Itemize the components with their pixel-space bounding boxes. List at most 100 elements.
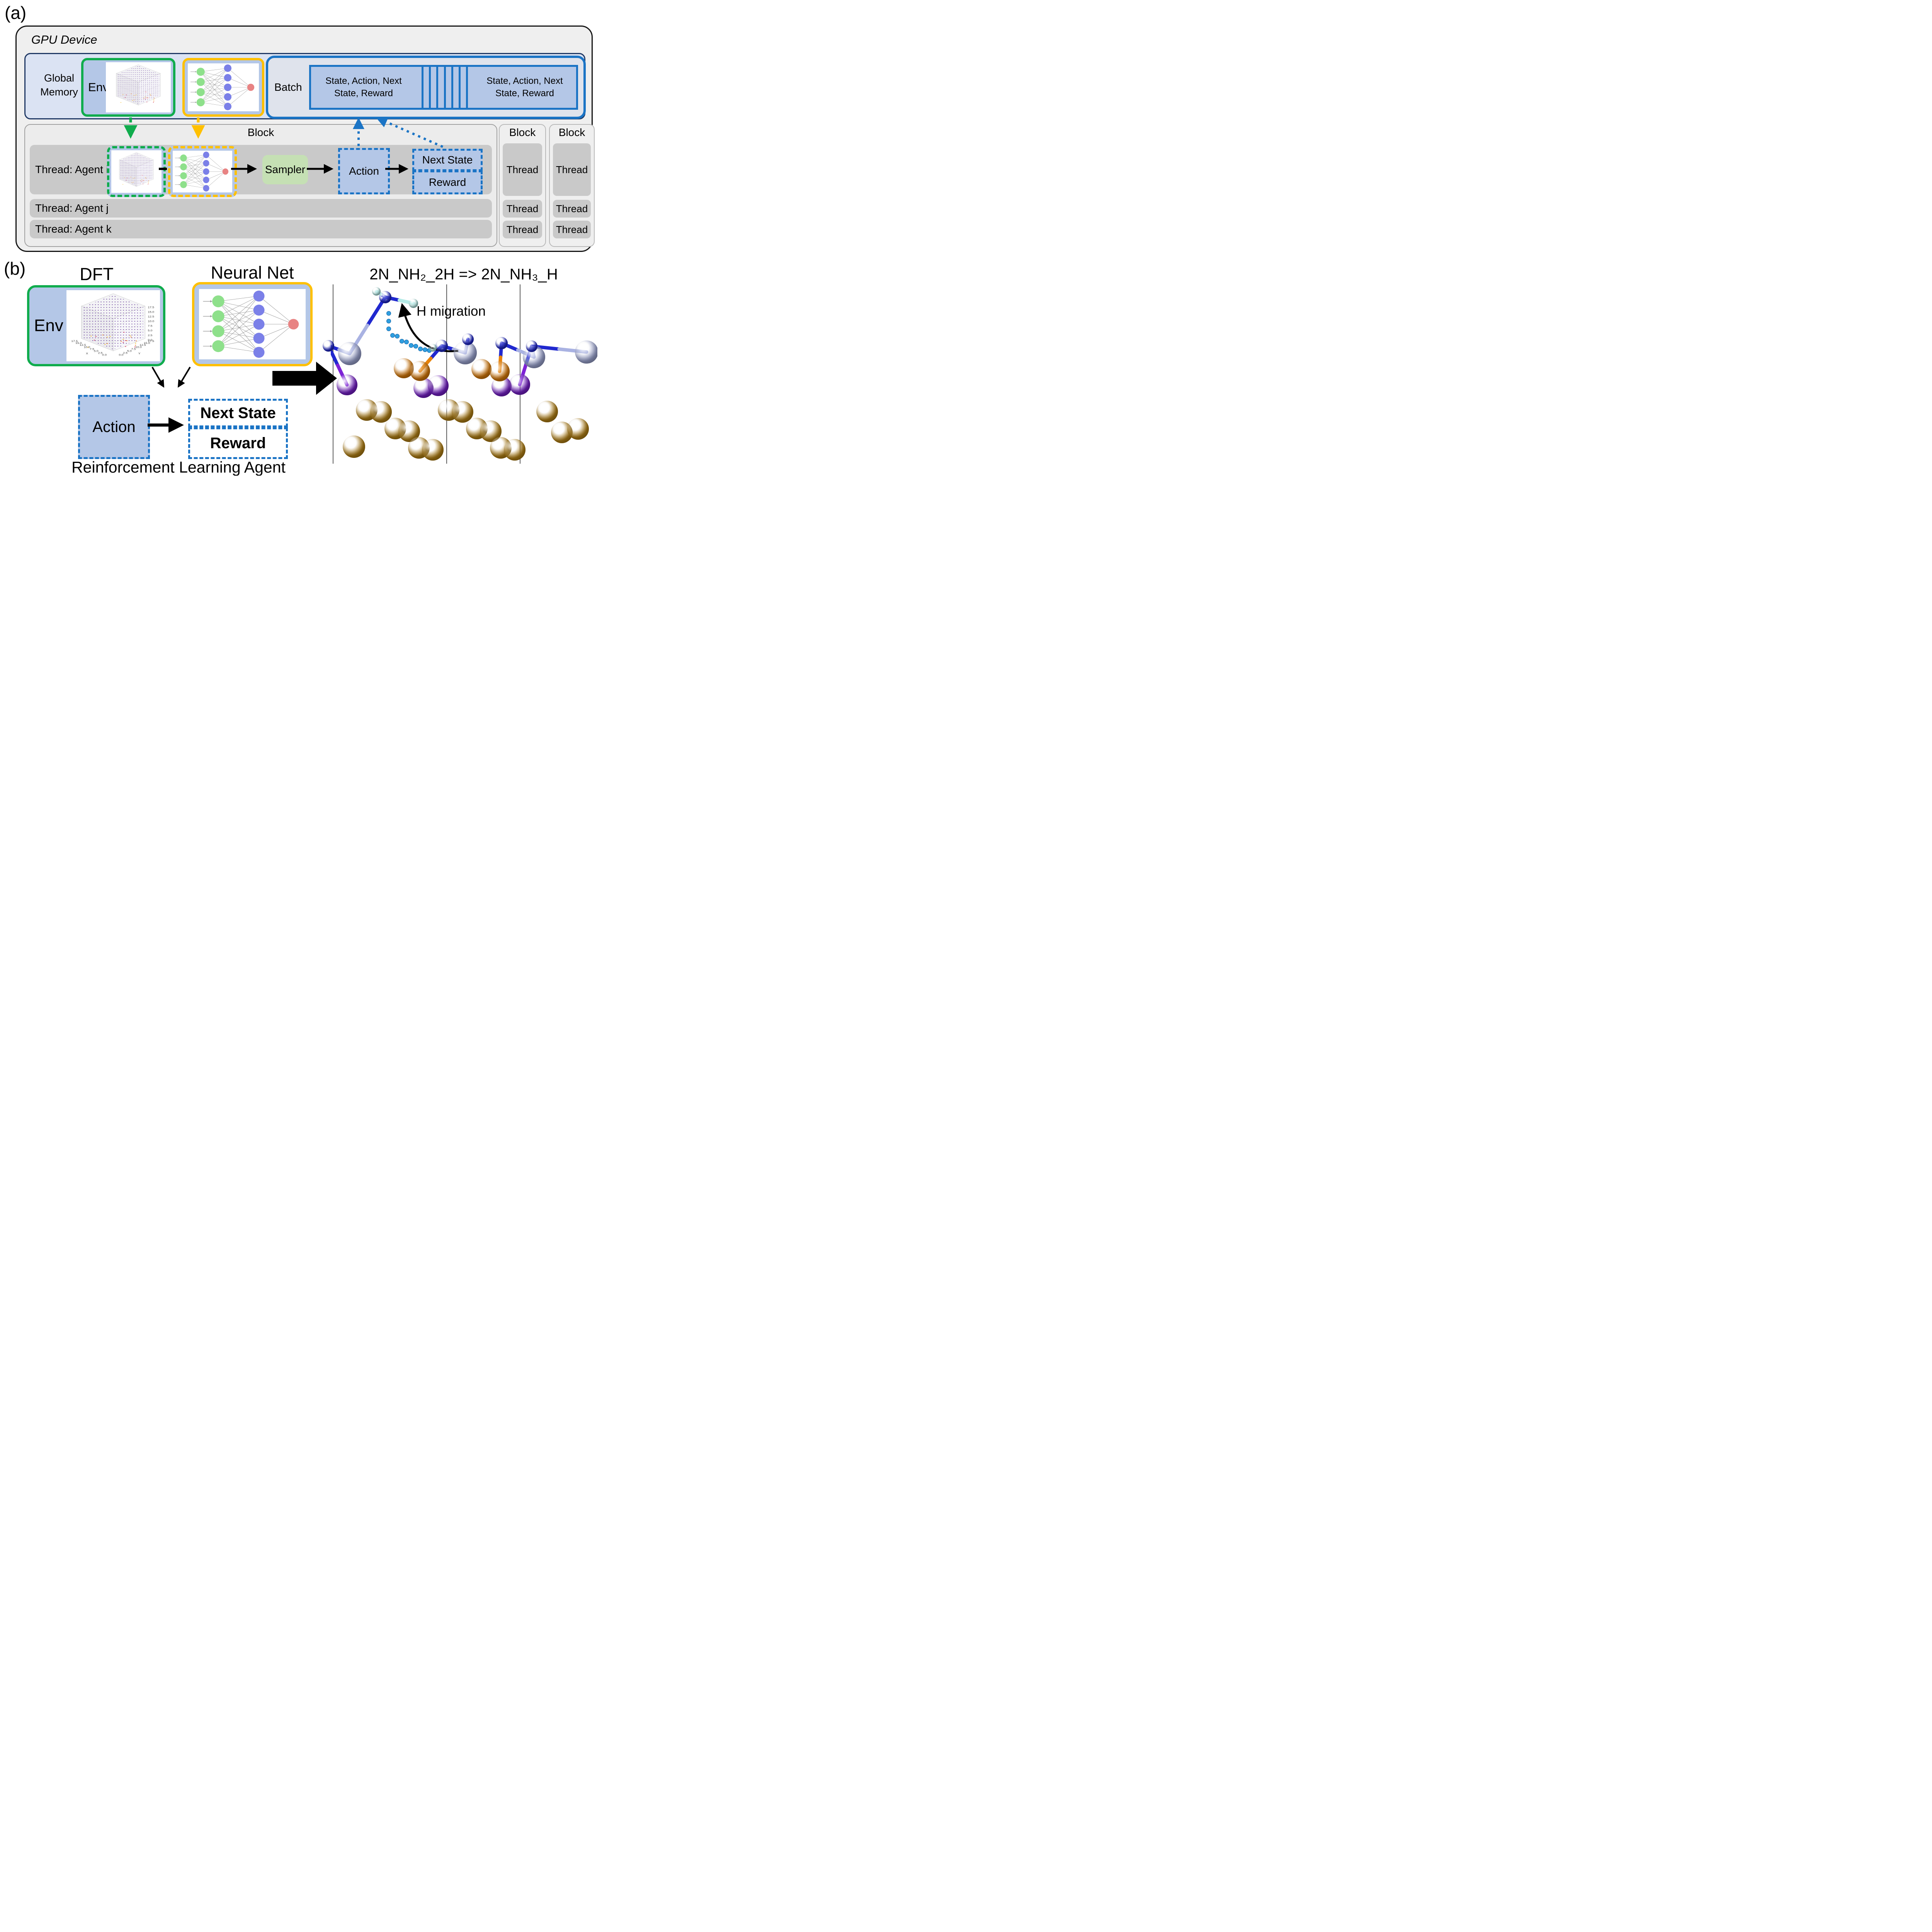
- neural-net-diagram-small: [173, 151, 232, 192]
- env-thumbnail: [107, 146, 166, 197]
- env-3d-plot-small: [111, 150, 162, 193]
- batch-entry-left: State, Action, Next State, Reward: [325, 75, 402, 99]
- neural-net-thumbnail: [168, 146, 237, 197]
- batch-entry-right: State, Action, Next State, Reward: [486, 75, 563, 99]
- next-state-box-b: Next State: [188, 399, 288, 427]
- atom-N: [379, 291, 391, 303]
- svg-text:10.0: 10.0: [135, 345, 141, 349]
- svg-text:5.0: 5.0: [148, 329, 153, 332]
- neural-net-box-b: [192, 282, 313, 366]
- svg-text:0.0: 0.0: [102, 354, 107, 357]
- thread-agent-i-label: Thread: Agent i: [35, 163, 109, 175]
- neural-net-diagram-b: [199, 289, 306, 359]
- atom-gold: [567, 418, 589, 440]
- atom-purple: [509, 374, 530, 395]
- molecule-figure: H migration: [323, 281, 597, 476]
- neural-net-diagram: [188, 63, 259, 111]
- block-column-2: Block Thread Thread Thread: [549, 124, 595, 247]
- svg-text:5.0: 5.0: [94, 350, 99, 353]
- dft-title: DFT: [80, 264, 114, 284]
- thread-agent-k-label: Thread: Agent k: [35, 223, 112, 235]
- svg-text:7.5: 7.5: [131, 348, 136, 351]
- atom-gold: [452, 401, 473, 423]
- rl-agent-caption: Reinforcement Learning Agent: [71, 458, 286, 476]
- atom-purple: [337, 374, 357, 395]
- batch-slot-divider: [429, 67, 431, 108]
- svg-text:5.0: 5.0: [127, 350, 132, 353]
- block-column-2-title: Block: [558, 126, 585, 138]
- block-column-1: Block Thread Thread Thread: [499, 124, 546, 247]
- thread-agent-j-label: Thread: Agent j: [35, 202, 109, 214]
- migration-trail-dot: [418, 347, 423, 351]
- svg-text:2.5: 2.5: [123, 352, 128, 355]
- thread-cell: Thread: [553, 221, 591, 238]
- action-box-b: Action: [78, 395, 150, 459]
- agent-to-simulation-arrow: [272, 362, 337, 395]
- atom-N: [526, 340, 537, 352]
- thread-row-agent-i: Thread: Agent i Sampler Action Next Stat…: [30, 145, 492, 197]
- global-memory-box: Global Memory Env Batch State, Action, N…: [24, 53, 586, 119]
- thread-cell: Thread: [503, 200, 542, 218]
- atom-gold: [422, 439, 444, 461]
- svg-text:10.0: 10.0: [84, 345, 90, 349]
- dft-to-agent-arrow: [151, 366, 165, 388]
- block-title: Block: [247, 126, 274, 138]
- migration-trail-dot: [386, 319, 391, 323]
- h-migration-label: H migration: [417, 304, 486, 319]
- svg-text:Y: Y: [138, 352, 141, 355]
- atom-gold: [370, 401, 392, 423]
- thread-row-agent-j: Thread: Agent j: [30, 199, 492, 218]
- panel-b-label: (b): [4, 259, 26, 279]
- migration-trail-dot: [400, 339, 404, 344]
- svg-text:17.5: 17.5: [148, 340, 154, 343]
- block-column-1-title: Block: [509, 126, 536, 138]
- panel-a-label: (a): [5, 3, 27, 23]
- atom-N: [435, 340, 448, 352]
- global-memory-title-line1: Global: [44, 72, 75, 84]
- svg-text:15.0: 15.0: [75, 342, 82, 345]
- svg-text:2.5: 2.5: [98, 352, 103, 355]
- svg-text:12.5: 12.5: [139, 344, 146, 347]
- svg-text:15.0: 15.0: [144, 342, 150, 345]
- batch-box: Batch State, Action, Next State, Reward …: [266, 56, 586, 119]
- atom-lav: [338, 342, 361, 365]
- batch-slot-divider: [458, 67, 461, 108]
- svg-text:12.5: 12.5: [148, 315, 154, 318]
- neural-net-title: Neural Net: [211, 263, 294, 282]
- thread-cell: Thread: [503, 221, 542, 238]
- migration-trail-dot: [423, 347, 427, 352]
- gpu-device-title: GPU Device: [31, 33, 97, 46]
- atom-orange: [471, 359, 492, 379]
- svg-text:10.0: 10.0: [148, 320, 154, 323]
- h-migration-arrow: [398, 303, 459, 352]
- atom-N: [462, 333, 474, 345]
- atom-lav: [575, 340, 597, 364]
- thread-row-agent-k: Thread: Agent k: [30, 220, 492, 238]
- nn-to-agent-arrow: [177, 366, 191, 388]
- reward-box-b: Reward: [188, 427, 288, 459]
- action-box: Action: [338, 148, 390, 194]
- global-memory-title-line2: Memory: [40, 86, 78, 98]
- atom-N: [495, 337, 508, 349]
- reward-box: Reward: [412, 170, 483, 194]
- migration-trail-dot: [386, 311, 391, 316]
- svg-text:17.5: 17.5: [71, 340, 78, 343]
- batch-slot-divider: [466, 67, 468, 108]
- atom-gold: [536, 401, 558, 422]
- batch-queue-slots: [416, 67, 473, 108]
- thread-cell: Thread: [503, 143, 542, 196]
- sampler-box: Sampler: [262, 155, 308, 184]
- svg-text:2.5: 2.5: [148, 334, 153, 337]
- migration-trail-dot: [404, 340, 409, 344]
- atom-gold: [504, 439, 526, 461]
- svg-text:X: X: [86, 352, 88, 355]
- atom-N: [323, 340, 334, 352]
- batch-slot-divider: [422, 67, 424, 108]
- migration-trail-dot: [386, 327, 391, 331]
- migration-trail-dot: [413, 344, 418, 349]
- atom-purple: [428, 375, 449, 396]
- svg-text:15.0: 15.0: [148, 311, 154, 314]
- migration-trail-dot: [395, 334, 400, 338]
